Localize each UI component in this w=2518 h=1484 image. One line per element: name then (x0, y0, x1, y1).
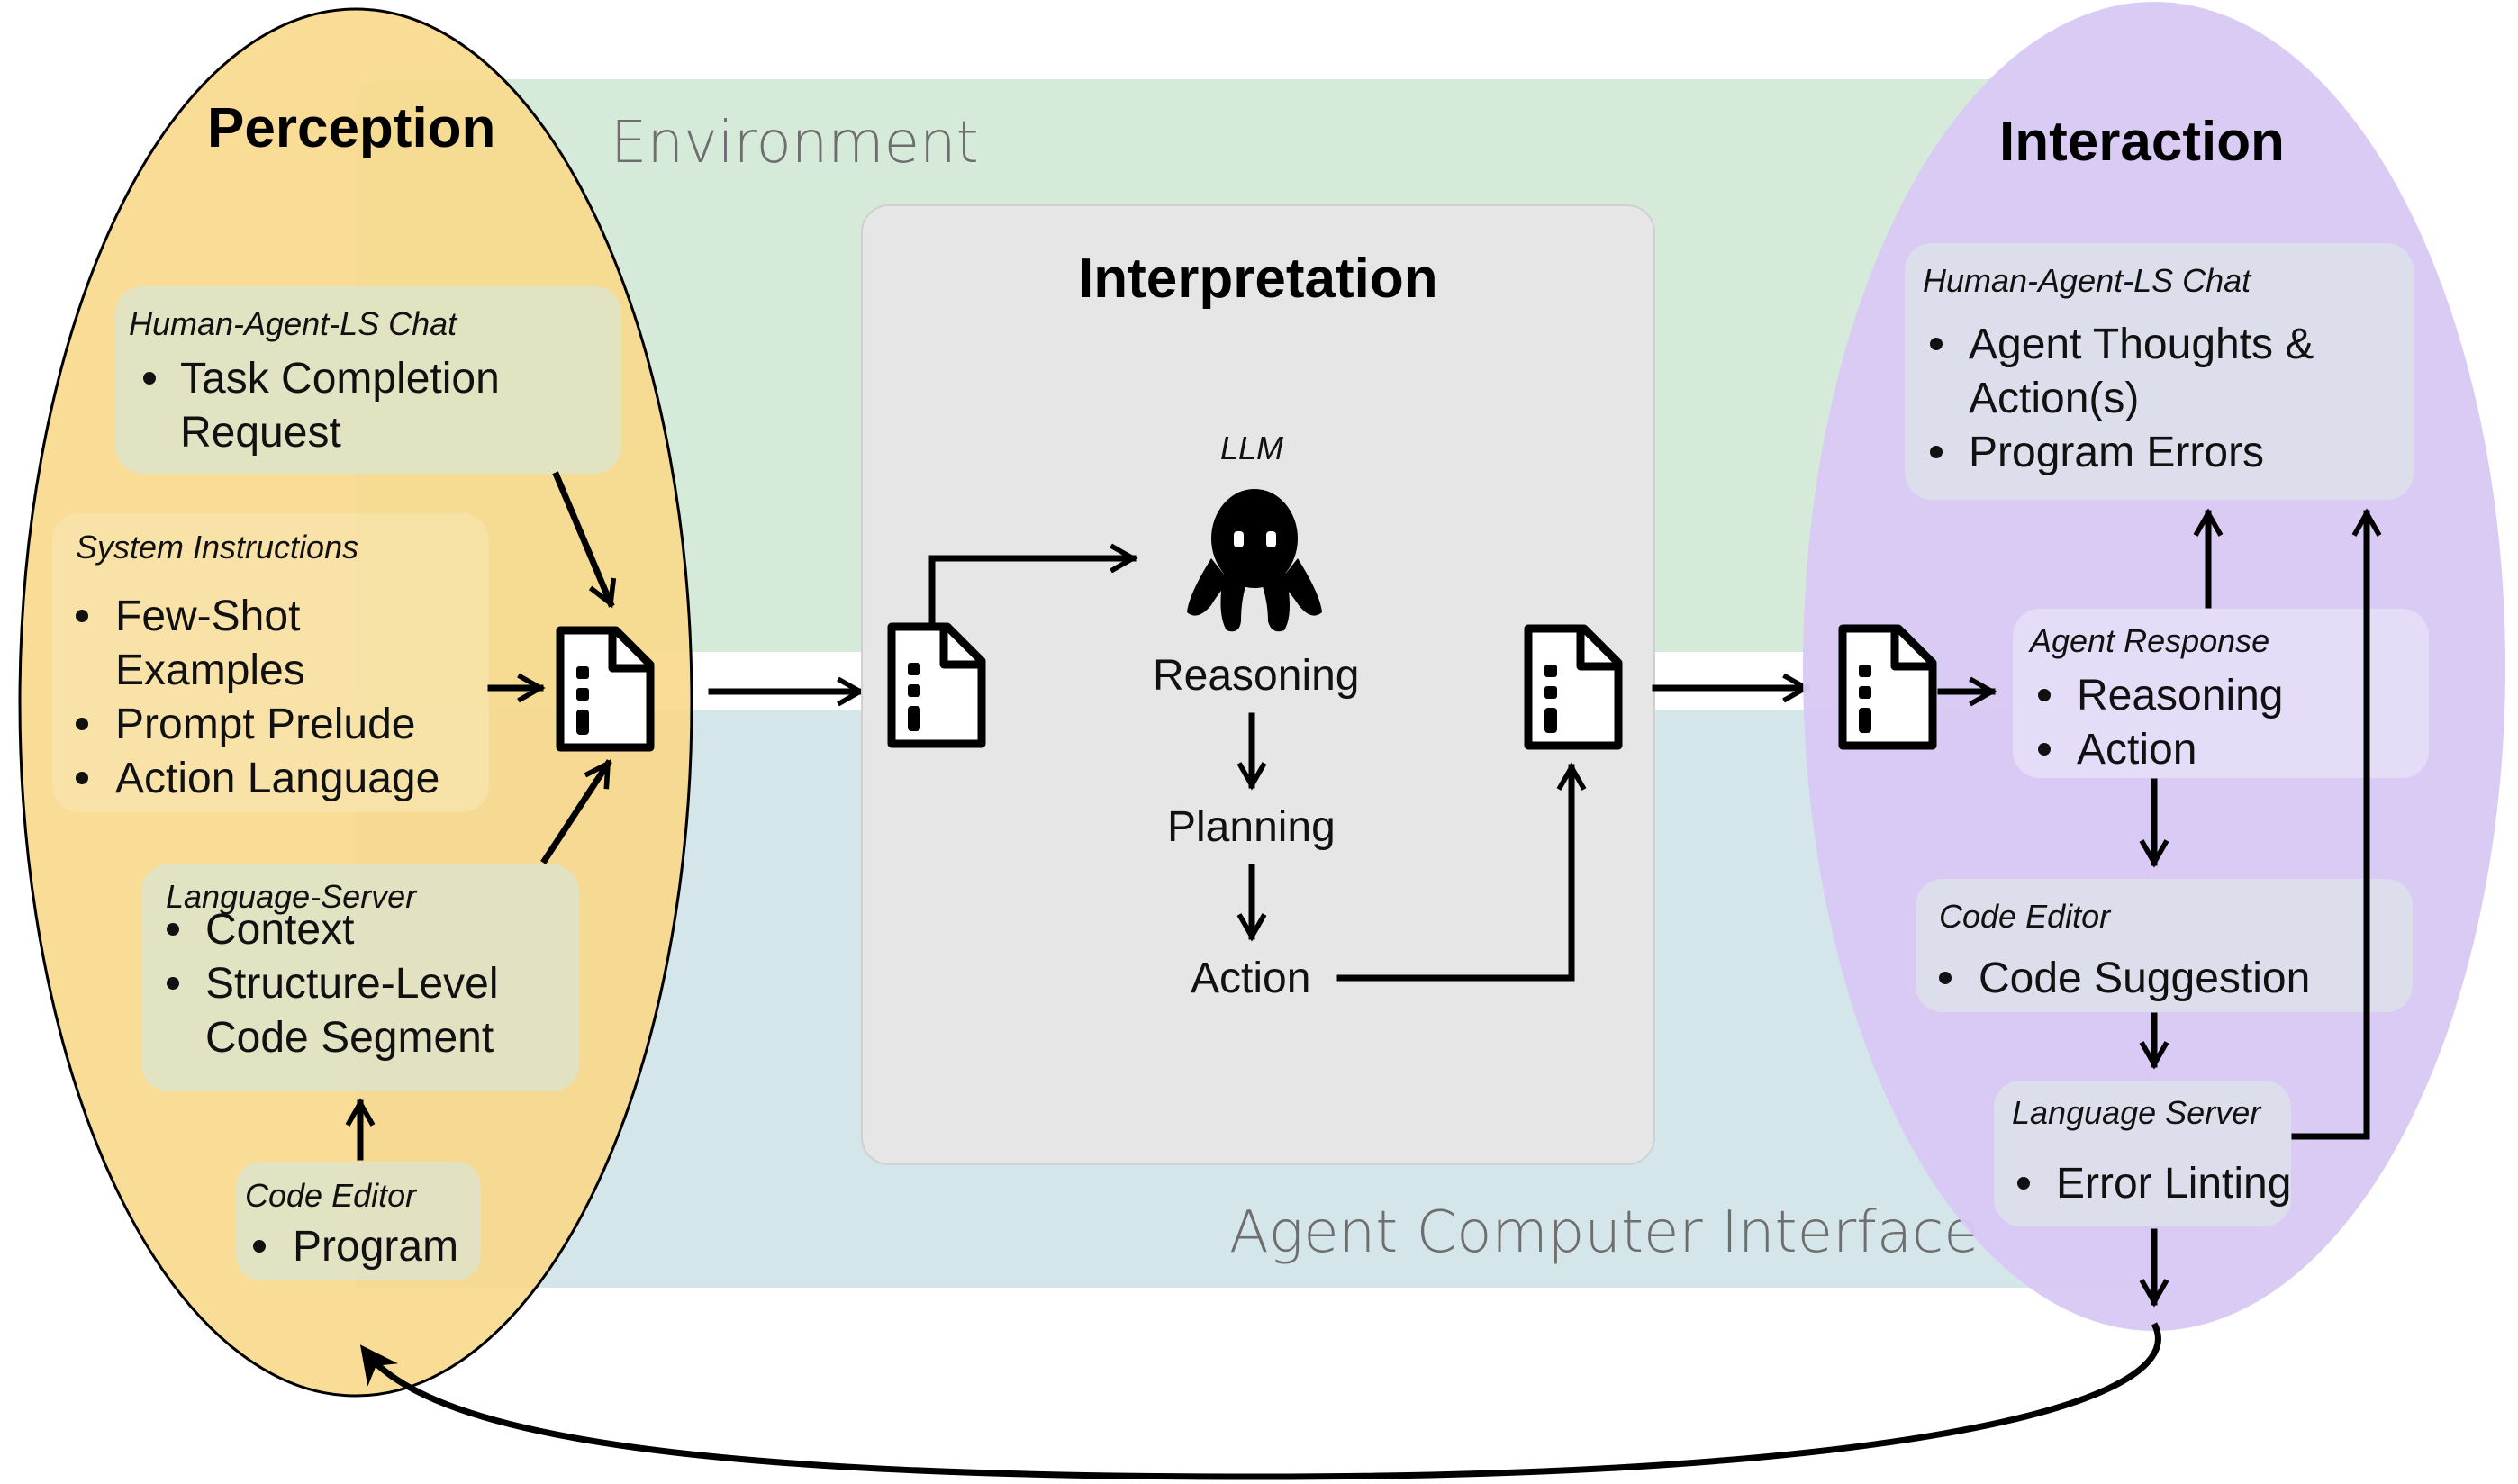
svg-text:Action(s): Action(s) (1969, 375, 2139, 422)
interaction-box-agent-response: Agent Response Reasoning Action (2013, 609, 2429, 778)
perception-box-code-editor: Code Editor Program (236, 1162, 481, 1280)
llm-label: LLM (1220, 430, 1283, 466)
arrow-chat-to-doc (552, 471, 617, 609)
perception-box-chat: Human-Agent-LS Chat Task Completion Requ… (115, 286, 621, 474)
step-planning: Planning (1167, 803, 1336, 851)
svg-text:Program: Program (293, 1223, 458, 1271)
step-action: Action (1191, 955, 1310, 1002)
svg-text:Language-Server: Language-Server (166, 878, 418, 915)
perception-box-language-server: Language-Server Context Structure-Level … (141, 864, 579, 1091)
svg-text:Prompt Prelude: Prompt Prelude (115, 701, 416, 748)
interaction-title: Interaction (1999, 111, 2285, 173)
document-icon (560, 630, 650, 747)
perception-title: Perception (207, 97, 495, 159)
svg-text:Program Errors: Program Errors (1969, 429, 2264, 476)
svg-text:Action Language: Action Language (115, 755, 439, 802)
svg-text:Code Editor: Code Editor (1939, 898, 2112, 935)
arrow-ls-to-doc (540, 759, 612, 864)
interaction-box-language-server: Language Server Error Linting (1994, 1081, 2291, 1226)
document-icon (892, 627, 982, 744)
svg-text:Context: Context (205, 906, 354, 954)
aci-label: Agent Computer Interface (1229, 1199, 1979, 1266)
svg-text:Task Completion: Task Completion (180, 355, 500, 403)
svg-text:Language Server: Language Server (2012, 1094, 2262, 1131)
svg-text:Human-Agent-LS Chat: Human-Agent-LS Chat (129, 305, 458, 342)
svg-text:Examples: Examples (115, 647, 305, 694)
svg-text:Reasoning: Reasoning (2077, 672, 2284, 719)
svg-text:Few-Shot: Few-Shot (115, 593, 300, 640)
document-icon (1843, 629, 1933, 746)
perception-box-system: System Instructions Few-Shot Examples Pr… (52, 513, 489, 812)
svg-text:Agent Thoughts &: Agent Thoughts & (1969, 321, 2314, 368)
svg-text:Action: Action (2077, 726, 2196, 774)
interaction-box-chat: Human-Agent-LS Chat Agent Thoughts & Act… (1905, 243, 2414, 500)
svg-text:Structure-Level: Structure-Level (205, 960, 498, 1008)
svg-text:Agent Response: Agent Response (2028, 622, 2269, 659)
step-reasoning: Reasoning (1153, 652, 1360, 700)
feedback-loop-arrow (359, 1322, 2161, 1480)
octopus-icon (1187, 489, 1322, 632)
svg-text:Code Editor: Code Editor (245, 1177, 418, 1214)
svg-text:Code Suggestion: Code Suggestion (1979, 955, 2310, 1002)
interpretation-title: Interpretation (1078, 248, 1438, 310)
svg-text:Code Segment: Code Segment (205, 1014, 494, 1062)
svg-text:Error Linting: Error Linting (2056, 1160, 2291, 1208)
svg-text:Request: Request (180, 409, 341, 457)
document-icon (1528, 629, 1618, 746)
environment-label: Environment (611, 110, 979, 176)
interaction-box-code-editor: Code Editor Code Suggestion (1916, 879, 2413, 1012)
svg-text:System Instructions: System Instructions (76, 529, 358, 566)
svg-text:Human-Agent-LS Chat: Human-Agent-LS Chat (1923, 262, 2252, 299)
